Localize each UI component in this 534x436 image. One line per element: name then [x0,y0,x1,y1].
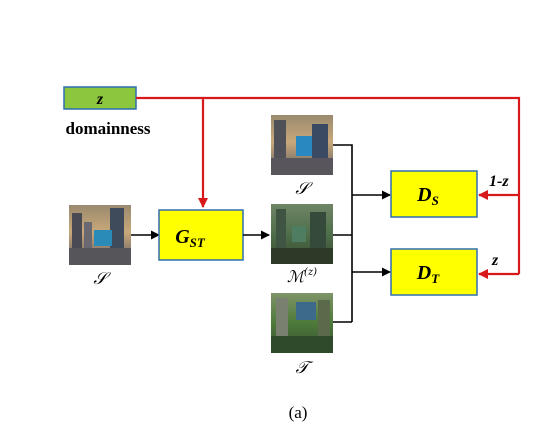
svg-text:ℳ(z): ℳ(z) [287,267,317,286]
dt-weight-label: z [491,252,499,269]
generator-sub: ST [190,235,206,250]
middle-image-label-sup: (z) [304,267,317,278]
svg-text:DS: DS [416,184,439,208]
figure-caption: (a) [289,403,308,422]
input-image-label: 𝒮 [93,269,111,289]
ds-weight-label: 1-z [489,173,509,190]
middle-image-mixed [271,204,333,264]
z-to-generator-edge [136,96,208,208]
z-rail-edge [203,96,521,274]
input-image-source [69,205,131,265]
z-edges [136,96,521,279]
middle-image-label: ℳ [287,267,307,286]
svg-text:GST: GST [175,226,206,250]
bottom-image-label: 𝒯 [295,358,313,378]
bottom-image-target [271,293,333,353]
z-node: z [63,86,137,110]
z-label: z [96,91,104,108]
svg-text:DT: DT [416,262,440,286]
generator-main: G [175,226,190,248]
discriminator-target-node: DT [390,248,478,296]
generator-node: GST [158,209,244,261]
source-to-ds-edge [333,144,353,195]
dt-main: D [416,262,431,284]
discriminator-source-node: DS [390,170,478,218]
top-image-label: 𝒮 [295,179,313,199]
discriminator-connectors [333,144,391,323]
ds-main: D [416,184,431,206]
ds-sub: S [432,193,439,208]
dt-sub: T [431,271,440,286]
domainness-label: domainness [65,119,150,138]
top-image-source [271,115,333,175]
